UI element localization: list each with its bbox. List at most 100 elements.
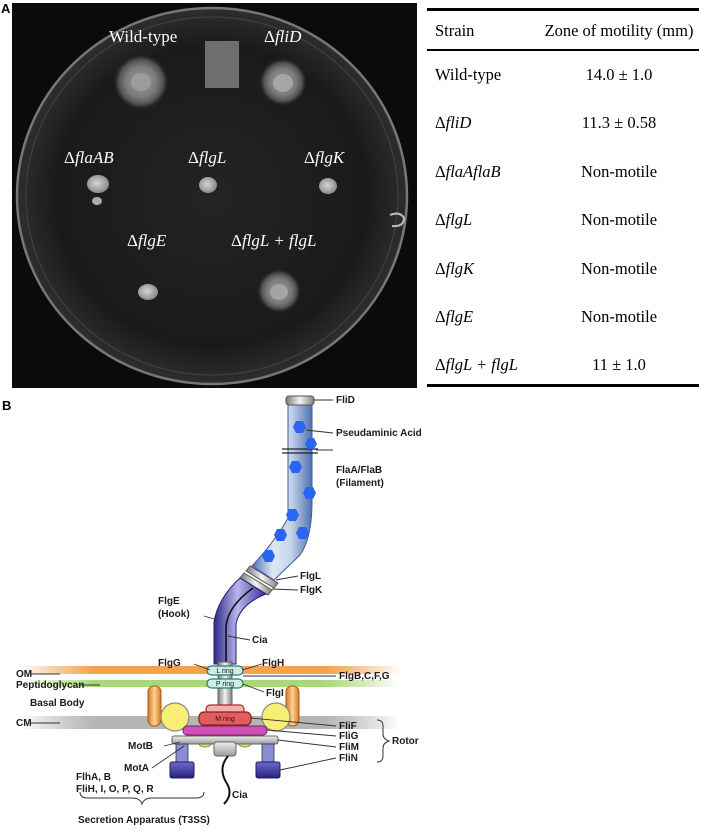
label-om: OM [16,669,32,680]
row-zone: Non-motile [580,307,658,326]
label-flgk: FlgK [300,585,323,596]
label-flgg: FlgG [158,658,181,669]
l-ring [206,665,244,676]
plate-label-flaab: ΔflaAB [64,148,114,167]
row-zone: Non-motile [580,162,658,181]
leader-lines [30,399,337,771]
colony-flaab [87,175,109,193]
label-flgh: FlgH [262,658,284,669]
m-ring-label: M ring [215,716,235,723]
petri-plate-graphic [15,6,409,386]
label-flge: FlgE [158,596,180,607]
row-zone: 11.3 ± 0.58 [581,113,657,132]
label-filament: (Filament) [336,478,384,489]
label-cm: CM [16,718,32,729]
motb-stator-left [147,685,162,727]
table-row: ΔflgE Non-motile [427,307,699,331]
flin-pillar-right [261,743,275,765]
row-strain: ΔfliD [435,113,472,132]
label-flgi: FlgI [266,688,284,699]
row-strain: ΔflgE [435,307,474,326]
secretion-brace [79,791,205,806]
flagellum-diagram: L ring P ring M ring [16,395,422,826]
hook [213,577,268,665]
row-strain: ΔflaAflaB [435,162,501,181]
label-cia-upper: Cia [252,635,268,646]
plate-label-flgk: ΔflgK [304,148,345,167]
table-row: ΔflgK Non-motile [427,259,699,283]
label-pseudaminic-acid: Pseudaminic Acid [336,428,422,439]
colony-flgk [319,178,337,194]
plate-label-wild-type: Wild-type [109,27,178,46]
flgl-flgk-junction [239,565,279,596]
mota-left [160,702,190,732]
plate-label-flgl: ΔflgL [188,148,227,167]
flig-ring [182,725,268,736]
label-flif: FliF [339,721,357,732]
label-flid: FliD [336,395,355,406]
pseudaminic-acid-glycans [262,421,317,562]
colony-flgl-complement [270,284,288,300]
label-flgbcfg: FlgB,C,F,G [339,671,390,682]
colony-flge [138,284,158,300]
fliD-cap [285,395,315,406]
label-secretion-apparatus: Secretion Apparatus (T3SS) [78,815,210,826]
label-rotor: Rotor [392,736,419,747]
mota-right [261,702,291,732]
table-row: ΔflaAflaB Non-motile [427,162,699,186]
table-header-row: Strain Zone of motility (mm) [427,21,699,45]
row-zone: 14.0 ± 1.0 [585,65,653,84]
colony-flid [273,74,293,92]
label-flaa-flab: FlaA/FlaB [336,465,382,476]
label-flih: FliH, I, O, P, Q, R [76,784,154,795]
row-zone: Non-motile [580,259,658,278]
table-bottom-rule [427,384,699,387]
table-top-rule [427,8,699,11]
colony-flaab-tail [92,197,102,205]
export-apparatus [213,741,237,757]
flin-block-right [255,761,281,779]
table-row: Wild-type 14.0 ± 1.0 [427,65,699,89]
header-zone: Zone of motility (mm) [544,21,694,40]
colony-flgl [199,177,217,193]
table-row: ΔflgL + flgL 11 ± 1.0 [427,355,699,379]
label-cia-lower: Cia [232,790,248,801]
plate-inner-rim [25,16,399,376]
rotor-bracket [376,719,391,763]
panel-b-label: B [2,398,12,413]
header-strain: Strain [435,21,475,40]
label-flgl: FlgL [300,571,321,582]
p-ring-label: P ring [216,681,234,688]
row-strain: Wild-type [435,65,502,84]
colony-wild-type [131,73,151,91]
label-flin: FliN [339,753,358,764]
petri-plate-photo: Wild-type ΔfliD ΔflaAB ΔflgL ΔflgK ΔflgE… [12,3,417,388]
label-motb: MotB [128,741,153,752]
paper-strip [205,41,239,88]
cia-channel [225,587,254,666]
row-strain: ΔflgK [435,259,475,278]
plate-label-flid: ΔfliD [264,27,302,46]
cia-lower-squiggle [221,755,231,805]
row-strain: ΔflgL [435,210,473,229]
row-strain: ΔflgL + flgL [435,355,518,374]
flin-block-left [169,761,195,779]
label-hook: (Hook) [158,609,190,620]
label-flha: FlhA, B [76,772,111,783]
plate-label-flge: ΔflgE [127,231,167,250]
plate-rim [15,6,409,386]
label-flim: FliM [339,742,359,753]
m-ring [198,711,252,726]
table-header-rule [427,49,699,51]
label-basal-body: Basal Body [30,698,85,709]
table-row: ΔfliD 11.3 ± 0.58 [427,113,699,137]
l-ring-label: L ring [216,668,233,675]
plate-notch [389,212,406,228]
panel-a-label: A [1,1,11,16]
label-peptidoglycan: Peptidoglycan [16,680,84,691]
row-zone: Non-motile [580,210,658,229]
plate-label-flgl-complement: ΔflgL + flgL [231,231,317,250]
p-ring [206,678,244,689]
label-flig: FliG [339,731,359,742]
table-row: ΔflgL Non-motile [427,210,699,234]
